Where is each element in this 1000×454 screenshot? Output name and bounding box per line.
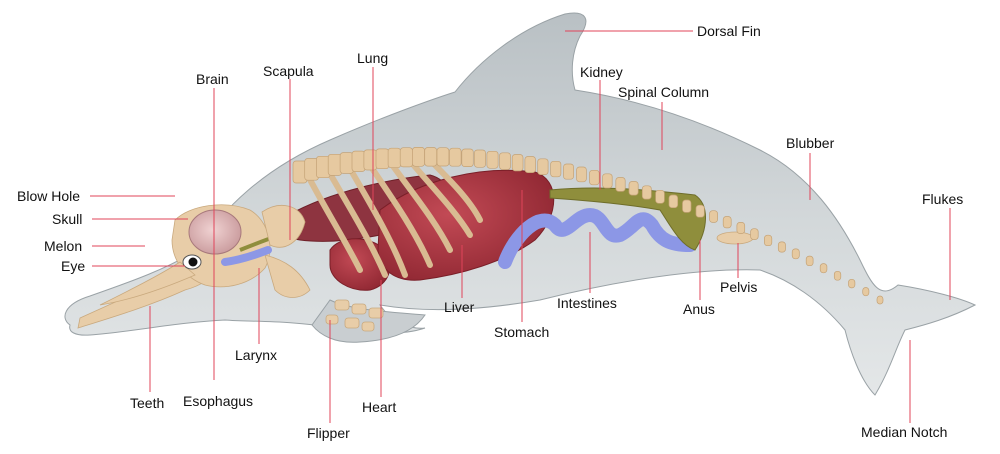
- label-spinal-column: Spinal Column: [618, 84, 709, 100]
- intestines-organ: [498, 208, 697, 269]
- vertebra: [848, 278, 856, 289]
- vertebra: [499, 152, 511, 170]
- label-intestines: Intestines: [557, 295, 617, 311]
- label-median-notch: Median Notch: [861, 424, 947, 440]
- vertebra: [550, 160, 562, 178]
- vertebra: [750, 228, 759, 240]
- vertebra: [424, 147, 438, 167]
- vertebra: [399, 147, 413, 168]
- spinal-column: [292, 147, 884, 305]
- label-blow-hole: Blow Hole: [17, 188, 80, 204]
- vertebra: [339, 152, 354, 174]
- label-kidney: Kidney: [580, 64, 623, 80]
- vertebra: [363, 149, 378, 171]
- label-heart: Heart: [362, 399, 396, 415]
- vertebra: [819, 263, 828, 274]
- larynx-organ: [221, 246, 272, 266]
- vertebra: [876, 295, 884, 305]
- label-lung: Lung: [357, 50, 388, 66]
- label-larynx: Larynx: [235, 347, 277, 363]
- vertebra: [511, 154, 524, 172]
- vertebra: [736, 222, 746, 234]
- brain-organ: [188, 209, 242, 255]
- vertebra: [589, 169, 600, 186]
- label-blubber: Blubber: [786, 135, 835, 151]
- vertebra: [791, 248, 800, 260]
- vertebra: [682, 199, 692, 213]
- leader-lines: [90, 30, 951, 423]
- label-dorsal-fin: Dorsal Fin: [697, 23, 761, 39]
- vertebra: [833, 270, 842, 281]
- vertebra: [524, 156, 536, 173]
- labels: Dorsal Fin Brain Scapula Lung Kidney Spi…: [17, 23, 963, 441]
- vertebra: [576, 166, 587, 183]
- label-stomach: Stomach: [494, 324, 549, 340]
- label-brain: Brain: [196, 71, 229, 87]
- label-anus: Anus: [683, 301, 715, 317]
- label-teeth: Teeth: [130, 395, 164, 411]
- vertebra: [709, 210, 718, 223]
- vertebra: [449, 147, 462, 167]
- vertebra: [862, 287, 870, 297]
- vertebra: [473, 149, 486, 168]
- vertebra: [486, 150, 499, 169]
- label-esophagus: Esophagus: [183, 393, 253, 409]
- vertebra: [695, 204, 705, 218]
- vertebra: [668, 194, 679, 209]
- vertebra: [641, 185, 652, 200]
- label-pelvis: Pelvis: [720, 279, 757, 295]
- vertebra: [537, 158, 549, 175]
- vertebra: [461, 148, 474, 167]
- vertebra: [412, 147, 425, 167]
- vertebra: [764, 234, 773, 247]
- vertebra: [351, 150, 366, 172]
- label-skull: Skull: [52, 211, 82, 227]
- label-flukes: Flukes: [922, 191, 963, 207]
- vertebra: [563, 163, 574, 180]
- vertebra: [777, 241, 786, 253]
- label-flipper: Flipper: [307, 425, 350, 441]
- vertebra: [436, 147, 450, 167]
- vertebra: [387, 147, 402, 169]
- flipper-bones: [325, 299, 384, 332]
- vertebra: [375, 148, 390, 170]
- vertebra: [327, 153, 343, 176]
- pelvis-bone: [716, 231, 754, 245]
- vertebra: [722, 216, 732, 229]
- scapula-bone: [261, 205, 306, 248]
- vertebra: [805, 255, 814, 267]
- vertebra: [628, 181, 639, 196]
- label-scapula: Scapula: [263, 63, 314, 79]
- vertebra: [615, 177, 626, 192]
- vertebra: [602, 173, 613, 189]
- vertebra: [655, 189, 665, 204]
- eye-icon: [182, 254, 202, 270]
- label-melon: Melon: [44, 238, 82, 254]
- label-eye: Eye: [61, 258, 85, 274]
- label-liver: Liver: [444, 299, 475, 315]
